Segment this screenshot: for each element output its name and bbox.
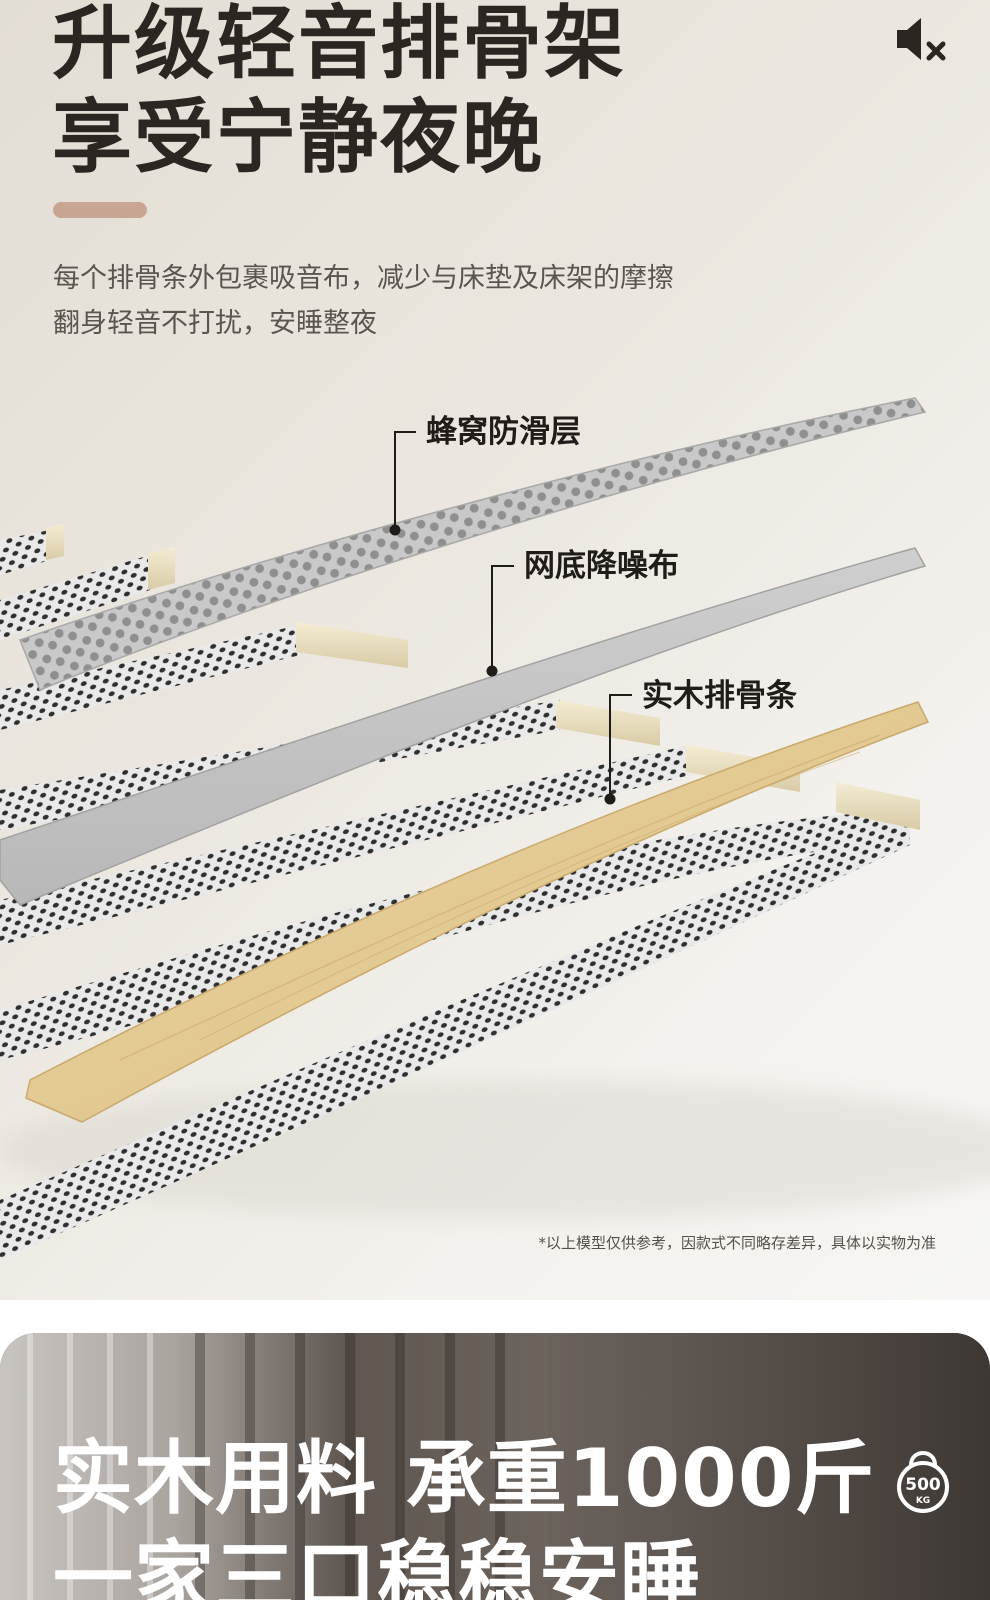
callout-dot-mesh [486, 665, 498, 677]
description: 每个排骨条外包裹吸音布，减少与床垫及床架的摩擦 翻身轻音不打扰，安睡整夜 [53, 256, 674, 346]
title-accent-bar [53, 202, 147, 218]
kettlebell-icon: 500 KG [897, 1451, 949, 1513]
mute-button[interactable] [893, 10, 951, 68]
weight-badge-unit: KG [916, 1496, 930, 1506]
label-wood-slat: 实木排骨条 [642, 678, 797, 714]
section-title-line2: 一家三口稳稳安睡 [53, 1532, 701, 1600]
label-honeycomb-layer: 蜂窝防滑层 [426, 414, 581, 450]
label-mesh-layer: 网底降噪布 [524, 548, 679, 584]
speaker-muted-icon [897, 18, 946, 61]
load-bearing-section: 实木用料 承重1000斤 一家三口稳稳安睡 500 KG [0, 1333, 990, 1600]
callout-lines [394, 431, 632, 799]
honeycomb-slat [19, 397, 927, 691]
slat-feature-section: 升级轻音排骨架 享受宁静夜晚 每个排骨条外包裹吸音布，减少与床垫及床架的摩擦 翻… [0, 0, 990, 1300]
disclaimer-note: *以上模型仅供参考，因款式不同略存差异，具体以实物为准 [538, 1234, 936, 1252]
description-line2: 翻身轻音不打扰，安睡整夜 [53, 308, 377, 339]
section-title-line1: 实木用料 承重1000斤 [53, 1432, 876, 1525]
weight-badge-value: 500 [905, 1475, 941, 1495]
wood-slat [25, 701, 930, 1123]
main-title-line1: 升级轻音排骨架 [52, 0, 626, 90]
callout-dot-honeycomb [389, 524, 401, 536]
description-line1: 每个排骨条外包裹吸音布，减少与床垫及床架的摩擦 [53, 263, 674, 294]
callout-dot-wood [604, 793, 616, 805]
main-title-line2: 享受宁静夜晚 [52, 91, 544, 184]
mesh-slat [0, 547, 927, 906]
slat-illustration [0, 397, 990, 1260]
bedroom-background [0, 1333, 990, 1600]
